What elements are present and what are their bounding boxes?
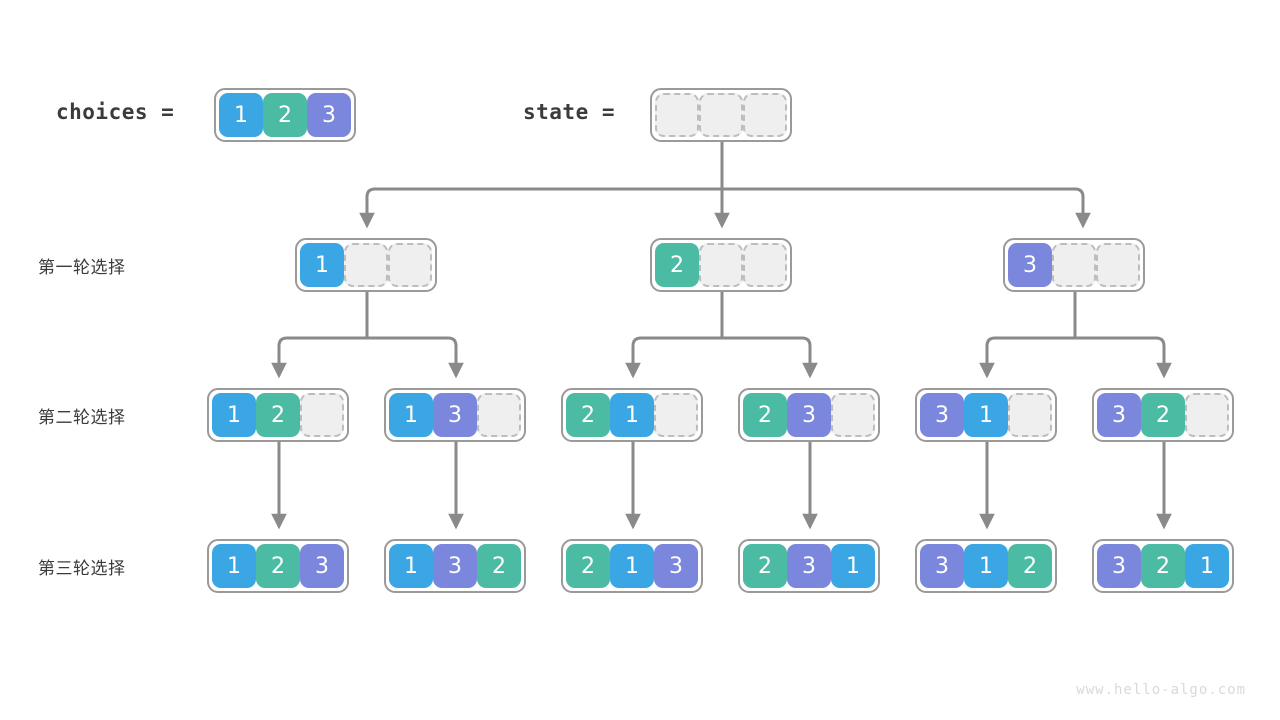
- level2-node-3-cell-1: 1: [610, 393, 654, 437]
- row-label-3: 第三轮选择: [38, 559, 126, 579]
- level2-node-2-cell-0: 1: [389, 393, 433, 437]
- level2-node-6-cell-0: 3: [1097, 393, 1141, 437]
- level1-node-1-cell-empty-2: [388, 243, 432, 287]
- level2-node-3-cell-0: 2: [566, 393, 610, 437]
- level1-node-3-cell-0: 3: [1008, 243, 1052, 287]
- row-label-2: 第二轮选择: [38, 408, 126, 428]
- level2-node-5-cell-0: 3: [920, 393, 964, 437]
- wire-l1b-left: [625, 336, 722, 379]
- level1-node-2-cell-0: 2: [655, 243, 699, 287]
- level1-node-2: 2: [650, 238, 792, 292]
- level3-node-2-cell-1: 3: [433, 544, 477, 588]
- level2-node-5-cell-1: 1: [964, 393, 1008, 437]
- level2-node-4-cell-empty-2: [831, 393, 875, 437]
- level3-node-3-cell-2: 3: [654, 544, 698, 588]
- level3-node-1-cell-2: 3: [300, 544, 344, 588]
- wire-root-to-l1-left: [359, 187, 722, 229]
- level2-node-6-cell-empty-2: [1185, 393, 1229, 437]
- choices-cell-2: 3: [307, 93, 351, 137]
- level3-node-1-cell-1: 2: [256, 544, 300, 588]
- level2-node-2-cell-empty-2: [477, 393, 521, 437]
- level3-node-6-cell-0: 3: [1097, 544, 1141, 588]
- level3-node-5-cell-0: 3: [920, 544, 964, 588]
- level3-node-3-cell-1: 1: [610, 544, 654, 588]
- level3-node-2-cell-2: 2: [477, 544, 521, 588]
- state-cell-empty-0: [655, 93, 699, 137]
- level2-node-5-cell-empty-2: [1008, 393, 1052, 437]
- state-cell-empty-2: [743, 93, 787, 137]
- choices-label: choices =: [56, 100, 175, 124]
- state-cell-empty-1: [699, 93, 743, 137]
- level1-node-2-cell-empty-2: [743, 243, 787, 287]
- level3-node-4-cell-2: 1: [831, 544, 875, 588]
- level1-node-1-cell-0: 1: [300, 243, 344, 287]
- wire-root-to-l1-right: [722, 187, 1091, 229]
- choices-cell-1: 2: [263, 93, 307, 137]
- level3-node-3-cell-0: 2: [566, 544, 610, 588]
- wire-l1c-right: [1075, 336, 1172, 379]
- wire-l1a-right: [367, 336, 464, 379]
- wire-l1c-left: [979, 336, 1075, 379]
- row-label-1: 第一轮选择: [38, 258, 126, 278]
- level1-node-1-cell-empty-1: [344, 243, 388, 287]
- level2-node-3-cell-empty-2: [654, 393, 698, 437]
- level1-node-3: 3: [1003, 238, 1145, 292]
- level1-node-2-cell-empty-1: [699, 243, 743, 287]
- wire-l1b-right: [722, 336, 818, 379]
- level2-node-6-cell-1: 2: [1141, 393, 1185, 437]
- level3-node-6-cell-1: 2: [1141, 544, 1185, 588]
- level1-node-3-cell-empty-1: [1052, 243, 1096, 287]
- state-array-node: [650, 88, 792, 142]
- choices-cell-0: 1: [219, 93, 263, 137]
- level3-node-6-cell-2: 1: [1185, 544, 1229, 588]
- level2-node-1-cell-empty-2: [300, 393, 344, 437]
- level3-node-2-cell-0: 1: [389, 544, 433, 588]
- watermark: www.hello-algo.com: [1076, 682, 1246, 698]
- level2-node-1-cell-1: 2: [256, 393, 300, 437]
- level3-node-5-cell-1: 1: [964, 544, 1008, 588]
- level2-node-1-cell-0: 1: [212, 393, 256, 437]
- level3-node-5-cell-2: 2: [1008, 544, 1052, 588]
- level2-node-4-cell-0: 2: [743, 393, 787, 437]
- level3-node-4-cell-1: 3: [787, 544, 831, 588]
- state-label: state =: [523, 100, 616, 124]
- level2-node-2-cell-1: 3: [433, 393, 477, 437]
- level3-node-4-cell-0: 2: [743, 544, 787, 588]
- level2-node-4-cell-1: 3: [787, 393, 831, 437]
- level3-node-1-cell-0: 1: [212, 544, 256, 588]
- wire-l1a-left: [271, 336, 367, 379]
- level1-node-1: 1: [295, 238, 437, 292]
- level1-node-3-cell-empty-2: [1096, 243, 1140, 287]
